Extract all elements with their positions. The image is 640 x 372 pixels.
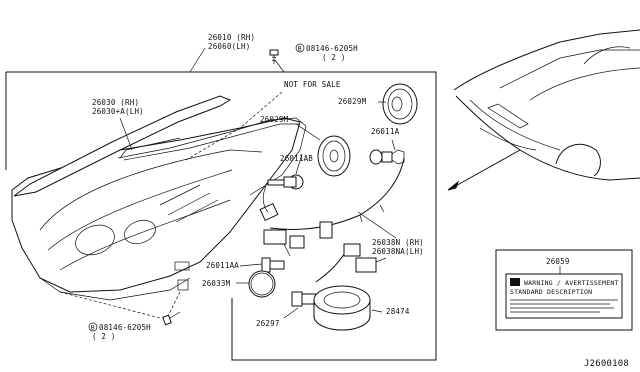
leader-bolt-bottom-dashed-2 — [167, 291, 181, 317]
label-26038n: 26038N (RH) — [372, 238, 424, 247]
label-26029m-upper: 26029M — [338, 97, 367, 106]
leader-28474 — [371, 309, 383, 313]
label-26011ab: 26011AB — [280, 154, 313, 163]
warning-label-title: WARNING / AVERTISSEMENT — [524, 279, 619, 287]
label-26029m-lower: 26029M — [260, 115, 289, 124]
label-26059: 26059 — [546, 257, 570, 266]
label-26030a: 26030+A(LH) — [92, 107, 144, 116]
ballast-28474-icon — [313, 285, 371, 331]
lens-cover-inner — [123, 123, 300, 161]
label-26297: 26297 — [256, 319, 280, 328]
leader-bolt-top — [274, 59, 285, 73]
bulb-26011ab-icon — [267, 174, 304, 190]
wiring-harness — [259, 157, 405, 257]
leader-26038n — [357, 211, 397, 239]
svg-text:B: B — [298, 45, 302, 53]
vehicle-outline — [453, 29, 640, 181]
leader-26011ab — [295, 153, 303, 175]
label-26010: 26010 (RH) — [208, 33, 255, 42]
leader-26297 — [283, 307, 299, 319]
callout-arrow — [447, 149, 521, 191]
dust-cap-26029m-lower-icon — [317, 135, 351, 177]
label-bolt-bottom-qty: ( 2 ) — [92, 332, 116, 341]
assembly-boundary — [6, 71, 437, 361]
label-bolt-top-qty: ( 2 ) — [322, 53, 346, 62]
leader-26011a — [391, 139, 396, 151]
label-bolt-bottom: 08146-6205H — [99, 323, 151, 332]
leader-26029m-b — [295, 123, 321, 141]
label-bolt-top: 08146-6205H — [306, 44, 358, 53]
warning-label-icon — [505, 273, 623, 319]
bolt-bottom-icon — [162, 311, 181, 326]
svg-text:B: B — [91, 324, 95, 332]
bolt-bottom-symbol-icon: B — [88, 322, 98, 332]
bulb-26011a-icon — [369, 149, 405, 165]
leader-26030 — [119, 117, 133, 151]
diagram-code: J2600108 — [584, 359, 629, 369]
trim-strip — [13, 95, 232, 197]
label-box — [495, 249, 633, 331]
ballast-cable — [315, 243, 387, 283]
o-ring-26033m-icon — [248, 270, 276, 298]
label-26033m: 26033M — [202, 279, 231, 288]
bulb-26011aa-icon — [261, 257, 285, 273]
warning-label-subtitle: STANDARD DESCRIPTION — [510, 288, 592, 296]
dust-cap-26029m-upper-icon — [382, 83, 418, 125]
lens-cover — [117, 117, 307, 196]
leader-bolt-bottom-dashed — [59, 291, 161, 319]
bolt-top-icon — [269, 49, 279, 64]
leader-26011aa — [239, 263, 263, 267]
label-26030: 26030 (RH) — [92, 98, 139, 107]
label-26011a: 26011A — [371, 127, 400, 136]
leader-26010 — [189, 47, 206, 73]
label-26011aa: 26011AA — [206, 261, 239, 270]
label-26060: 26060(LH) — [208, 42, 250, 51]
label-not-for-sale: NOT FOR SALE — [284, 80, 341, 89]
label-26038na: 26038NA(LH) — [372, 247, 424, 256]
bolt-top-symbol-icon: B — [295, 43, 305, 53]
leader-not-for-sale — [185, 91, 283, 161]
label-28474: 28474 — [386, 307, 410, 316]
